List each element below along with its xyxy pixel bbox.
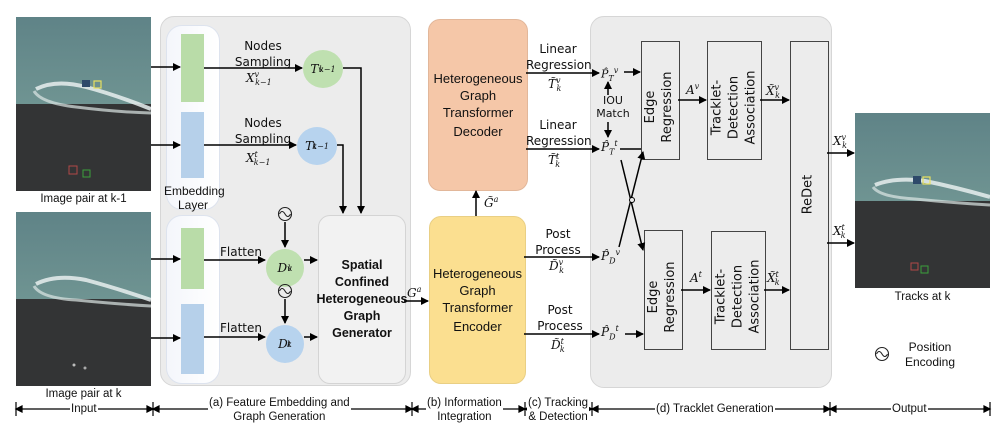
graph-transformer-encoder: Heterogeneous Graph Transformer Encoder — [429, 216, 526, 384]
association-thermal — [711, 231, 766, 350]
a-v-label: Av — [686, 82, 700, 97]
embedding-thermal-k — [181, 304, 204, 374]
p-t-t-label: P̂Tt — [601, 139, 618, 157]
post-process-label-visible: Post Process — [535, 227, 581, 257]
g-a-label: Ga — [407, 285, 422, 300]
section-information-integration: (b) Information Integration — [426, 396, 503, 424]
graph-transformer-decoder: Heterogeneous Graph Transformer Decoder — [428, 19, 528, 191]
embedding-visible-k — [181, 228, 204, 289]
image-pair-k — [16, 212, 151, 386]
flatten-label-visible: Flatten — [220, 245, 262, 259]
linear-regression-label-visible: Linear Regression — [526, 42, 592, 72]
image-pair-k-caption: Image pair at k — [45, 388, 122, 400]
section-output: Output — [891, 402, 928, 416]
embedding-thermal-k-minus-1 — [181, 112, 204, 178]
section-tracking-detection: (c) Tracking & Detection — [527, 396, 590, 424]
edge-regression-visible — [641, 41, 680, 160]
iou-match-label: IOU Match — [596, 94, 630, 120]
x-v-k-minus-1-label: Xvk−1 — [246, 70, 272, 88]
x-t-tilde-label: X̃tk — [767, 270, 780, 288]
edge-regression-thermal — [644, 230, 683, 350]
d-t-k-tilde-label: D̃tk — [551, 337, 565, 355]
post-process-label-thermal: Post Process — [537, 303, 583, 333]
position-encoding-legend-icon — [874, 346, 890, 362]
flatten-label-thermal: Flatten — [220, 321, 262, 335]
association-visible — [707, 41, 762, 160]
a-t-label: At — [690, 270, 702, 285]
nodes-sampling-label-thermal: Nodes Sampling — [234, 116, 292, 146]
x-v-k-output-label: Xvk — [833, 133, 847, 151]
x-t-k-output-label: Xtk — [833, 223, 846, 241]
section-input: Input — [70, 402, 98, 416]
x-v-tilde-label: X̃vk — [766, 83, 780, 101]
g-a-tilde-label: G̃a — [484, 195, 499, 210]
embedding-visible-k-minus-1 — [181, 34, 204, 102]
p-t-v-label: P̂Tv — [601, 66, 619, 83]
x-t-k-minus-1-label: Xtk−1 — [246, 150, 271, 168]
section-feature-embedding: (a) Feature Embedding and Graph Generati… — [208, 396, 351, 424]
nodes-sampling-label-visible: Nodes Sampling — [234, 39, 292, 69]
section-tracklet-generation: (d) Tracklet Generation — [655, 402, 775, 416]
p-d-t-label: P̂Dt — [601, 324, 619, 342]
d-v-k-tilde-label: D̃vk — [549, 258, 565, 276]
spatial-confined-graph-generator: Spatial Confined Heterogeneous Graph Gen… — [317, 215, 408, 384]
tracks-at-k-caption: Tracks at k — [894, 291, 951, 303]
t-t-k-tilde-label: T̃tk — [548, 152, 561, 170]
linear-regression-label-thermal: Linear Regression — [526, 118, 592, 148]
position-encoding-icon — [277, 206, 293, 299]
image-pair-k-minus-1 — [16, 17, 151, 191]
position-encoding-legend-label: Position Encoding — [904, 340, 956, 369]
p-d-v-label: P̂Dv — [601, 248, 621, 266]
t-v-k-tilde-label: T̃vk — [548, 76, 562, 94]
embedding-layer-label: Embedding Layer — [164, 184, 225, 212]
image-pair-k-minus-1-caption: Image pair at k-1 — [40, 193, 127, 205]
tracks-at-k-image — [855, 113, 990, 288]
redet-block — [790, 41, 829, 350]
